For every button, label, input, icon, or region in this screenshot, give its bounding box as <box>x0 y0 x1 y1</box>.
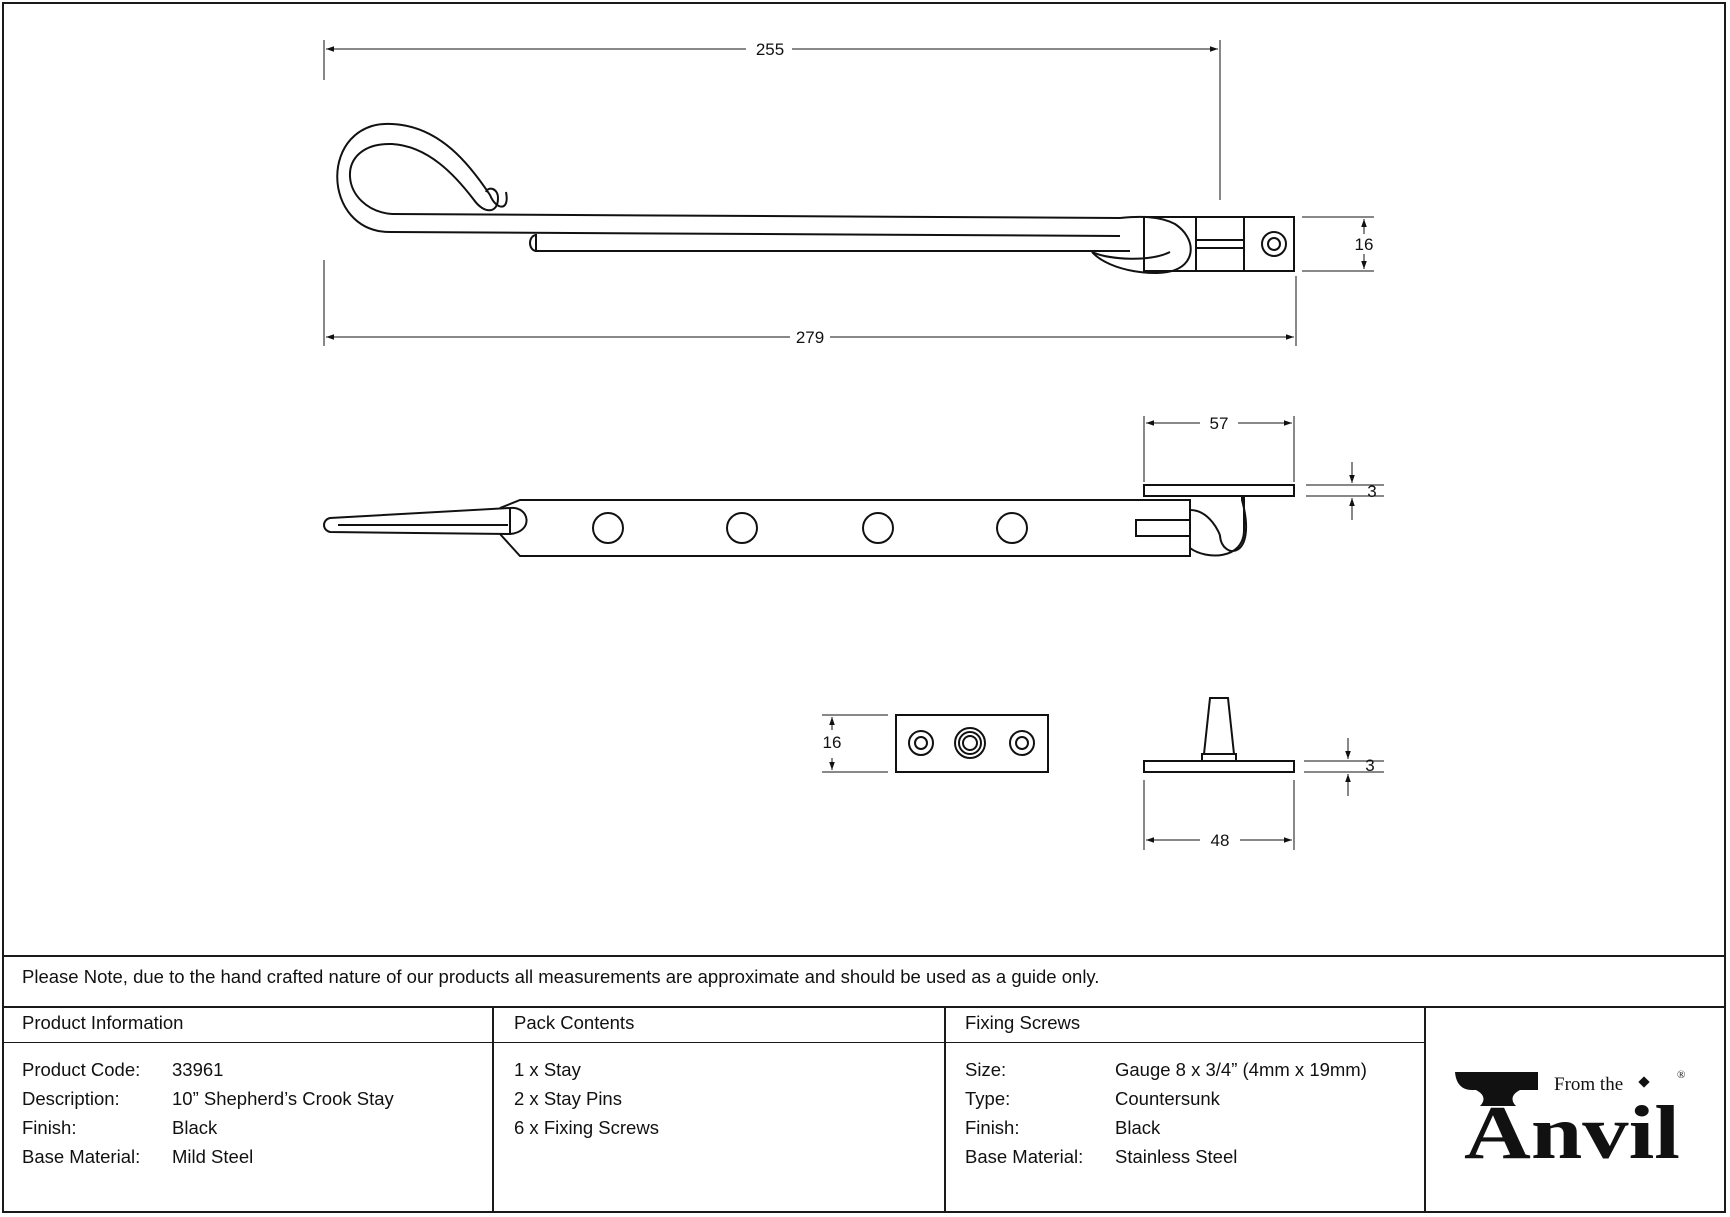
screw-size-label: Size: <box>965 1059 1007 1080</box>
product-code-label: Product Code: <box>22 1059 141 1080</box>
side-pin-slot <box>1135 519 1191 537</box>
pin-side <box>1143 697 1295 773</box>
dimension-3-side <box>1306 462 1384 520</box>
finish-label: Finish: <box>22 1117 77 1138</box>
dimension-label-3-pin: 3 <box>1365 756 1374 775</box>
from-the-anvil-logo: From the ® Anvil <box>1455 1069 1685 1170</box>
pack-item: 6 x Fixing Screws <box>514 1117 659 1138</box>
stay-arm-body <box>535 235 1130 252</box>
dimension-label-255: 255 <box>756 40 784 59</box>
screw-finish-value: Black <box>1115 1117 1161 1138</box>
logo-from-the: From the <box>1554 1074 1623 1095</box>
side-hole-1 <box>592 512 624 544</box>
side-plate <box>1143 484 1295 497</box>
crook-outer-curve <box>336 122 508 234</box>
stay-plate <box>1143 216 1295 272</box>
description-value: 10” Shepherd’s Crook Stay <box>172 1088 394 1109</box>
side-hole-3 <box>862 512 894 544</box>
pack-contents-heading: Pack Contents <box>514 1012 635 1033</box>
screw-material-value: Stainless Steel <box>1115 1146 1238 1167</box>
fixing-screws-heading: Fixing Screws <box>965 1012 1081 1033</box>
dimension-16-top <box>1302 216 1374 272</box>
dimension-label-57: 57 <box>1210 414 1229 433</box>
column-divider-1 <box>492 1006 494 1213</box>
dimension-3-pin <box>1304 738 1384 796</box>
dimension-48 <box>1143 780 1295 850</box>
pin-plate-front <box>895 714 1049 773</box>
dimension-57 <box>1143 416 1295 482</box>
dimension-279 <box>323 260 1297 346</box>
screw-size-value: Gauge 8 x 3/4” (4mm x 19mm) <box>1115 1059 1367 1080</box>
base-material-label: Base Material: <box>22 1146 141 1167</box>
logo-diamond-icon <box>1638 1076 1650 1088</box>
bulb-end <box>1091 215 1192 274</box>
dimension-16-pin <box>822 714 888 773</box>
side-hole-4 <box>996 512 1028 544</box>
pack-item: 1 x Stay <box>514 1059 581 1080</box>
column-divider-2 <box>944 1006 946 1213</box>
logo-anvil-text: Anvil <box>1464 1091 1680 1170</box>
plate-screw-hole <box>1261 231 1287 257</box>
screw-type-label: Type: <box>965 1088 1011 1109</box>
dimension-label-279: 279 <box>796 328 824 347</box>
screw-material-label: Base Material: <box>965 1146 1084 1167</box>
anvil-icon <box>1455 1072 1538 1106</box>
table-top-border <box>2 955 1726 957</box>
crook-inner-curve <box>349 142 500 215</box>
screw-finish-label: Finish: <box>965 1117 1020 1138</box>
stay-top-view <box>336 122 1295 274</box>
dimension-label-48: 48 <box>1211 831 1230 850</box>
description-label: Description: <box>22 1088 120 1109</box>
side-bar <box>499 499 1191 557</box>
screw-type-value: Countersunk <box>1115 1088 1220 1109</box>
technical-drawing: 255 279 16 57 3 16 3 48 <box>323 40 1384 850</box>
header-divider <box>2 1042 1426 1043</box>
column-divider-3 <box>1424 1006 1426 1213</box>
dimension-label-3-side: 3 <box>1367 482 1376 501</box>
side-hook <box>1189 496 1248 552</box>
logo-registered-mark: ® <box>1677 1069 1685 1081</box>
dimension-label-16-pin: 16 <box>823 733 842 752</box>
side-tip <box>323 506 511 536</box>
product-information-heading: Product Information <box>22 1012 184 1033</box>
base-material-value: Mild Steel <box>172 1146 254 1167</box>
pack-item: 2 x Stay Pins <box>514 1088 622 1109</box>
product-code-value: 33961 <box>172 1059 224 1080</box>
side-hole-2 <box>726 512 758 544</box>
stay-side-view <box>323 484 1295 557</box>
dimension-label-16-top: 16 <box>1355 235 1374 254</box>
note-divider <box>2 1006 1726 1008</box>
dimension-255 <box>323 40 1221 200</box>
measurement-note: Please Note, due to the hand crafted nat… <box>22 966 1100 987</box>
finish-value: Black <box>172 1117 218 1138</box>
